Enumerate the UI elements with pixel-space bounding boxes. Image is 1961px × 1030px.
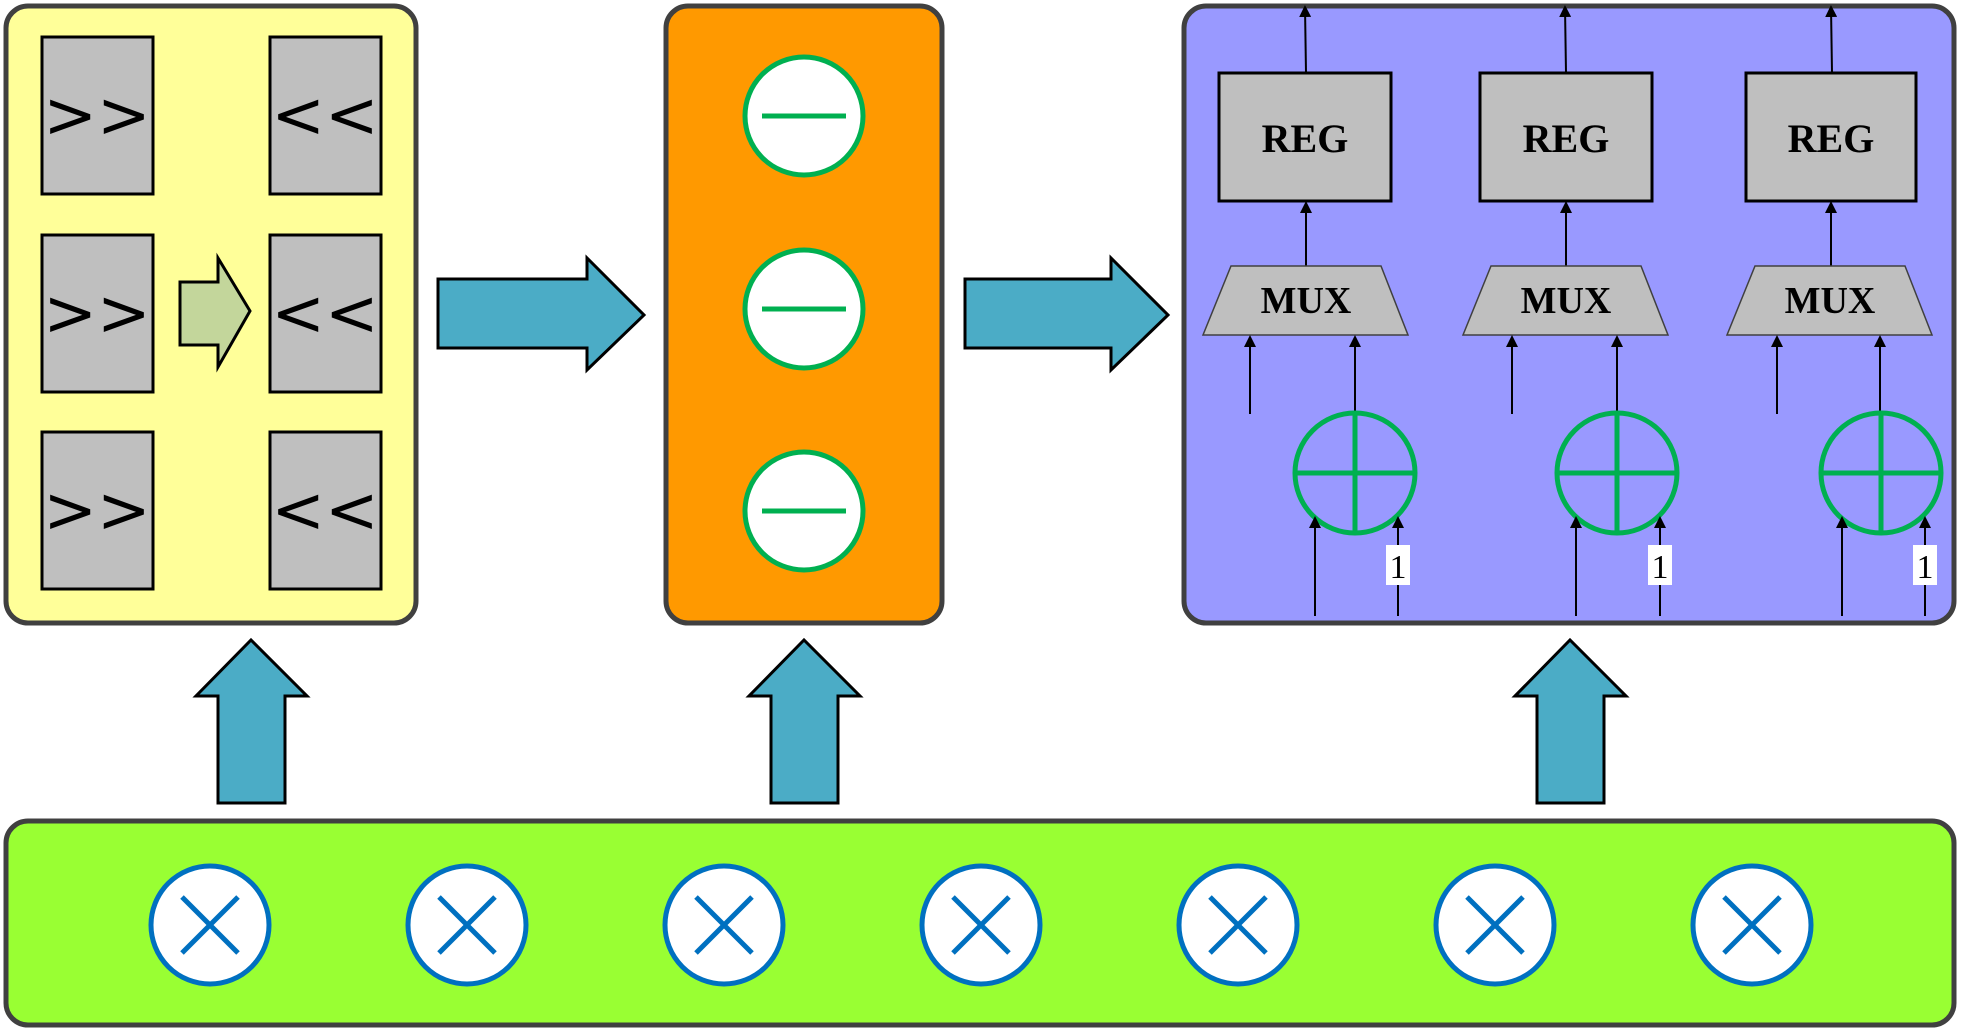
reg-label: REG — [1788, 116, 1875, 161]
register-box — [1217, 71, 1393, 203]
left-shift-block-3: << — [268, 430, 383, 591]
times-circle-icon — [405, 863, 529, 987]
left-shift-block-2: << — [268, 233, 383, 394]
constant-one-label: 1 — [1390, 549, 1407, 586]
reg-label: REG — [1523, 116, 1610, 161]
left-shift-label: << — [271, 474, 378, 548]
mux-label: MUX — [1785, 280, 1876, 322]
multiplier-to-subtractor-arrow-icon — [745, 637, 864, 805]
plus-circle-icon — [1554, 410, 1680, 536]
minus-circle-icon — [742, 247, 866, 371]
left-shift-label: << — [271, 79, 378, 153]
plus-circle-icon — [1292, 410, 1418, 536]
mux-label: MUX — [1261, 280, 1352, 322]
reg-label: REG — [1262, 116, 1349, 161]
register-column-3: REG MUX 1 — [1725, 5, 1944, 616]
output-arrow — [1559, 5, 1572, 74]
right-shift-label: >> — [43, 474, 150, 548]
multiplier-to-register-arrow-icon — [1511, 637, 1630, 805]
subtractor-to-register-arrow-icon — [963, 254, 1171, 374]
multiplier-to-shifter-arrow-icon — [192, 637, 311, 805]
subtractor-panel — [663, 3, 945, 626]
right-shift-label: >> — [43, 277, 150, 351]
left-shift-block-1: << — [268, 35, 383, 196]
constant-one-label: 1 — [1917, 549, 1934, 586]
mux-trapezoid — [1461, 265, 1670, 336]
times-circle-icon — [1433, 863, 1557, 987]
times-circle-icon — [148, 863, 272, 987]
register-box — [1478, 71, 1654, 203]
right-shift-label: >> — [43, 79, 150, 153]
right-shift-block-3: >> — [40, 430, 155, 591]
multiplier-panel — [3, 818, 1957, 1028]
small-right-arrow-icon — [178, 252, 252, 373]
times-circle-icon — [1690, 863, 1814, 987]
shifter-to-subtractor-arrow-icon — [436, 254, 647, 374]
register-column-2: REG MUX 1 — [1461, 5, 1680, 616]
mux-label: MUX — [1521, 280, 1612, 322]
constant-box — [1913, 545, 1937, 585]
times-circle-icon — [662, 863, 786, 987]
times-circle-icon — [1176, 863, 1300, 987]
output-arrow — [1825, 5, 1838, 74]
constant-one-label: 1 — [1652, 549, 1669, 586]
mux-trapezoid — [1201, 265, 1410, 336]
left-shift-label: << — [271, 277, 378, 351]
minus-circle-icon — [742, 449, 866, 573]
output-arrow — [1299, 5, 1312, 74]
right-shift-block-1: >> — [40, 35, 155, 196]
mux-trapezoid — [1725, 265, 1934, 336]
constant-box — [1386, 545, 1410, 585]
register-column-1: REG MUX 1 — [1201, 5, 1418, 616]
constant-box — [1648, 545, 1672, 585]
times-circle-icon — [919, 863, 1043, 987]
right-shift-block-2: >> — [40, 233, 155, 394]
register-panel: REG MUX 1 REG MUX — [1181, 3, 1957, 626]
minus-circle-icon — [742, 54, 866, 178]
plus-circle-icon — [1818, 410, 1944, 536]
shifter-panel: >> >> >> << << << — [3, 3, 419, 626]
